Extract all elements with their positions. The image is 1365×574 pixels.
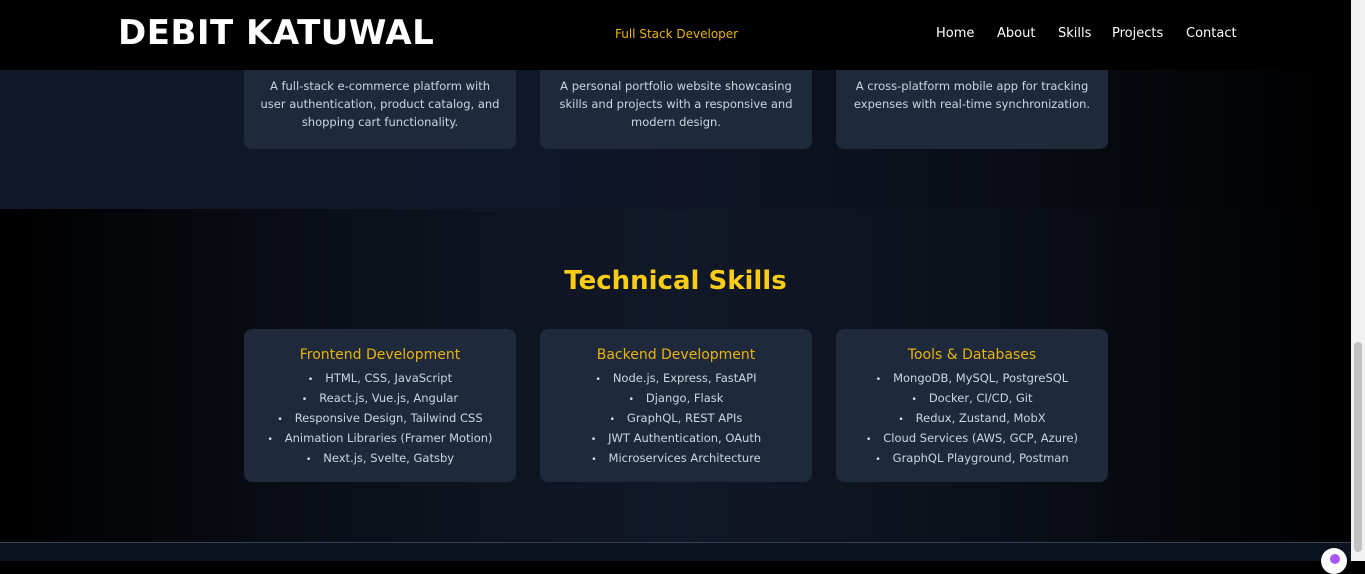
skill-card-tools: Tools & Databases •MongoDB, MySQL, Postg… <box>836 329 1108 482</box>
footer-divider <box>0 542 1351 543</box>
bullet-icon: • <box>591 455 597 465</box>
list-item: •MongoDB, MySQL, PostgreSQL <box>836 369 1108 389</box>
page-scrollbar[interactable] <box>1351 0 1365 561</box>
list-item: •Cloud Services (AWS, GCP, Azure) <box>836 429 1108 449</box>
tagline: Full Stack Developer <box>615 27 739 41</box>
list-item: •Node.js, Express, FastAPI <box>540 369 812 389</box>
chat-widget-icon[interactable] <box>1321 548 1347 574</box>
list-item: •Responsive Design, Tailwind CSS <box>244 409 516 429</box>
skill-list: •Node.js, Express, FastAPI •Django, Flas… <box>540 369 812 469</box>
nav-about[interactable]: About <box>997 26 1036 41</box>
bullet-icon: • <box>898 415 904 425</box>
section-title: Technical Skills <box>564 266 787 296</box>
list-item: •React.js, Vue.js, Angular <box>244 389 516 409</box>
bullet-icon: • <box>595 375 601 385</box>
page: A full-stack e-commerce platform with us… <box>0 0 1351 561</box>
project-description: A full-stack e-commerce platform with us… <box>260 79 500 129</box>
bullet-icon: • <box>875 375 882 385</box>
site-header: DEBIT KATUWAL Full Stack Developer Home … <box>0 0 1351 70</box>
list-item: •HTML, CSS, JavaScript <box>244 369 516 389</box>
skill-card-title: Frontend Development <box>299 347 461 363</box>
bullet-icon: • <box>277 415 283 425</box>
nav-skills[interactable]: Skills <box>1058 26 1092 41</box>
list-item: •GraphQL, REST APIs <box>540 409 812 429</box>
list-item: •Docker, CI/CD, Git <box>836 389 1108 409</box>
list-item: •Django, Flask <box>540 389 812 409</box>
skills-section: Technical Skills Frontend Development •H… <box>0 209 1351 542</box>
bullet-icon: • <box>865 435 872 445</box>
bullet-icon: • <box>609 415 615 425</box>
bullet-icon: • <box>628 395 634 405</box>
scrollbar-thumb[interactable] <box>1354 342 1362 552</box>
skill-card-title: Backend Development <box>596 347 756 363</box>
bullet-icon: • <box>590 435 597 445</box>
list-item: •Next.js, Svelte, Gatsby <box>244 449 516 469</box>
project-description: A personal portfolio website showcasing … <box>559 79 793 129</box>
list-item: •Animation Libraries (Framer Motion) <box>244 429 516 449</box>
nav-projects[interactable]: Projects <box>1112 26 1164 41</box>
site-logo[interactable]: DEBIT KATUWAL <box>118 13 435 53</box>
list-item: •GraphQL Playground, Postman <box>836 449 1108 469</box>
bullet-icon: • <box>301 395 308 405</box>
bullet-icon: • <box>911 395 917 405</box>
project-description: A cross-platform mobile app for tracking… <box>853 79 1091 111</box>
skill-card-title: Tools & Databases <box>907 347 1037 363</box>
list-item: •Microservices Architecture <box>540 449 812 469</box>
skill-list: •MongoDB, MySQL, PostgreSQL •Docker, CI/… <box>836 369 1108 469</box>
bullet-icon: • <box>307 375 314 385</box>
nav-contact[interactable]: Contact <box>1186 26 1237 41</box>
list-item: •JWT Authentication, OAuth <box>540 429 812 449</box>
skill-card-frontend: Frontend Development •HTML, CSS, JavaScr… <box>244 329 516 482</box>
skill-list: •HTML, CSS, JavaScript •React.js, Vue.js… <box>244 369 516 469</box>
nav-home[interactable]: Home <box>936 26 975 41</box>
bullet-icon: • <box>267 435 273 445</box>
site-footer <box>0 543 1351 561</box>
list-item: •Redux, Zustand, MobX <box>836 409 1108 429</box>
skill-card-backend: Backend Development •Node.js, Express, F… <box>540 329 812 482</box>
bullet-icon: • <box>305 455 312 465</box>
bullet-icon: • <box>875 455 881 465</box>
